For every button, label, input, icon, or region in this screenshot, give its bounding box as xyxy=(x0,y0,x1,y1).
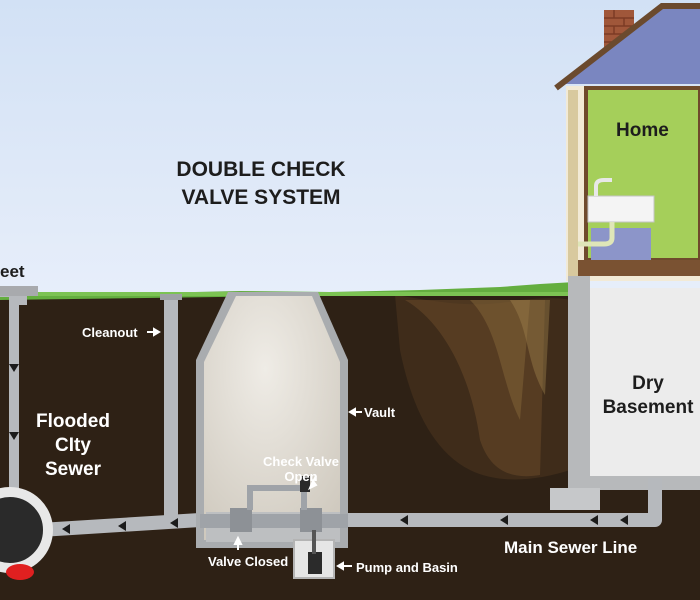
basement-floor xyxy=(568,476,700,490)
sink-basin xyxy=(587,195,655,223)
flow-arrow xyxy=(400,515,408,525)
street-curb xyxy=(0,286,38,296)
roof xyxy=(562,4,700,84)
foundation-wall xyxy=(568,276,590,486)
dirt-streak-2 xyxy=(470,300,530,420)
vault-label: Vault xyxy=(364,405,396,420)
faucet xyxy=(594,178,612,196)
check-valve-line1: Check Valve xyxy=(263,454,339,469)
pump-pipe xyxy=(312,530,316,554)
flow-arrow xyxy=(620,515,628,525)
footing xyxy=(550,488,600,510)
check-valve-line2: Open xyxy=(284,469,318,484)
pump xyxy=(308,552,322,574)
cleanout-label: Cleanout xyxy=(82,325,138,340)
closed-valve xyxy=(230,508,252,532)
flooded-line2: CIty xyxy=(55,435,91,456)
flow-arrows xyxy=(9,364,628,534)
pointer-arrows xyxy=(147,327,362,571)
dry-basement-label: Dry Basement xyxy=(596,372,700,420)
vault-interior xyxy=(204,296,340,540)
flow-arrow xyxy=(170,518,178,528)
cleanout-cap xyxy=(160,294,182,300)
drain-pipe xyxy=(578,222,615,247)
diagram-title-line2: VALVE SYSTEM xyxy=(181,186,341,209)
flow-arrow xyxy=(118,521,126,531)
valve-closed-label: Valve Closed xyxy=(208,554,289,569)
street-label: eet xyxy=(0,262,25,281)
diagram-title-line1: DOUBLE CHECK xyxy=(176,158,346,181)
dirt-streak-3 xyxy=(510,300,550,395)
flow-arrow xyxy=(500,515,508,525)
pump-and-basin-label: Pump and Basin xyxy=(356,560,458,575)
flow-arrow xyxy=(9,364,19,372)
bypass-pipe xyxy=(247,485,307,510)
cleanout-pipe xyxy=(164,296,178,521)
city-sewer-main xyxy=(0,487,53,573)
dry-basement-line1: Dry xyxy=(632,373,664,394)
flooded-line3: Sewer xyxy=(45,459,101,480)
flow-arrow xyxy=(590,515,598,525)
basement-room xyxy=(590,288,700,476)
valve-pipe xyxy=(200,514,348,528)
siding-post xyxy=(568,90,578,280)
dry-basement-line2: Basement xyxy=(602,397,694,418)
house xyxy=(554,3,700,281)
flow-arrow xyxy=(9,432,19,440)
main-sewer-line-label: Main Sewer Line xyxy=(504,538,638,557)
open-valve xyxy=(300,508,322,532)
main-sewer-pipe xyxy=(340,478,662,527)
roof-edge xyxy=(554,3,700,91)
check-valve-label: Check Valve Open xyxy=(258,454,344,484)
floor-beam xyxy=(578,260,700,276)
flow-arrow xyxy=(62,524,70,534)
flooded-city-sewer-label: Flooded CIty Sewer xyxy=(28,410,118,482)
home-label: Home xyxy=(616,120,669,141)
sewer-water xyxy=(6,564,34,580)
check-valve-flap xyxy=(300,476,310,492)
dirt-streak xyxy=(405,300,545,477)
flooded-line1: Flooded xyxy=(36,411,110,432)
diagram-title: DOUBLE CHECK VALVE SYSTEM xyxy=(166,156,356,212)
